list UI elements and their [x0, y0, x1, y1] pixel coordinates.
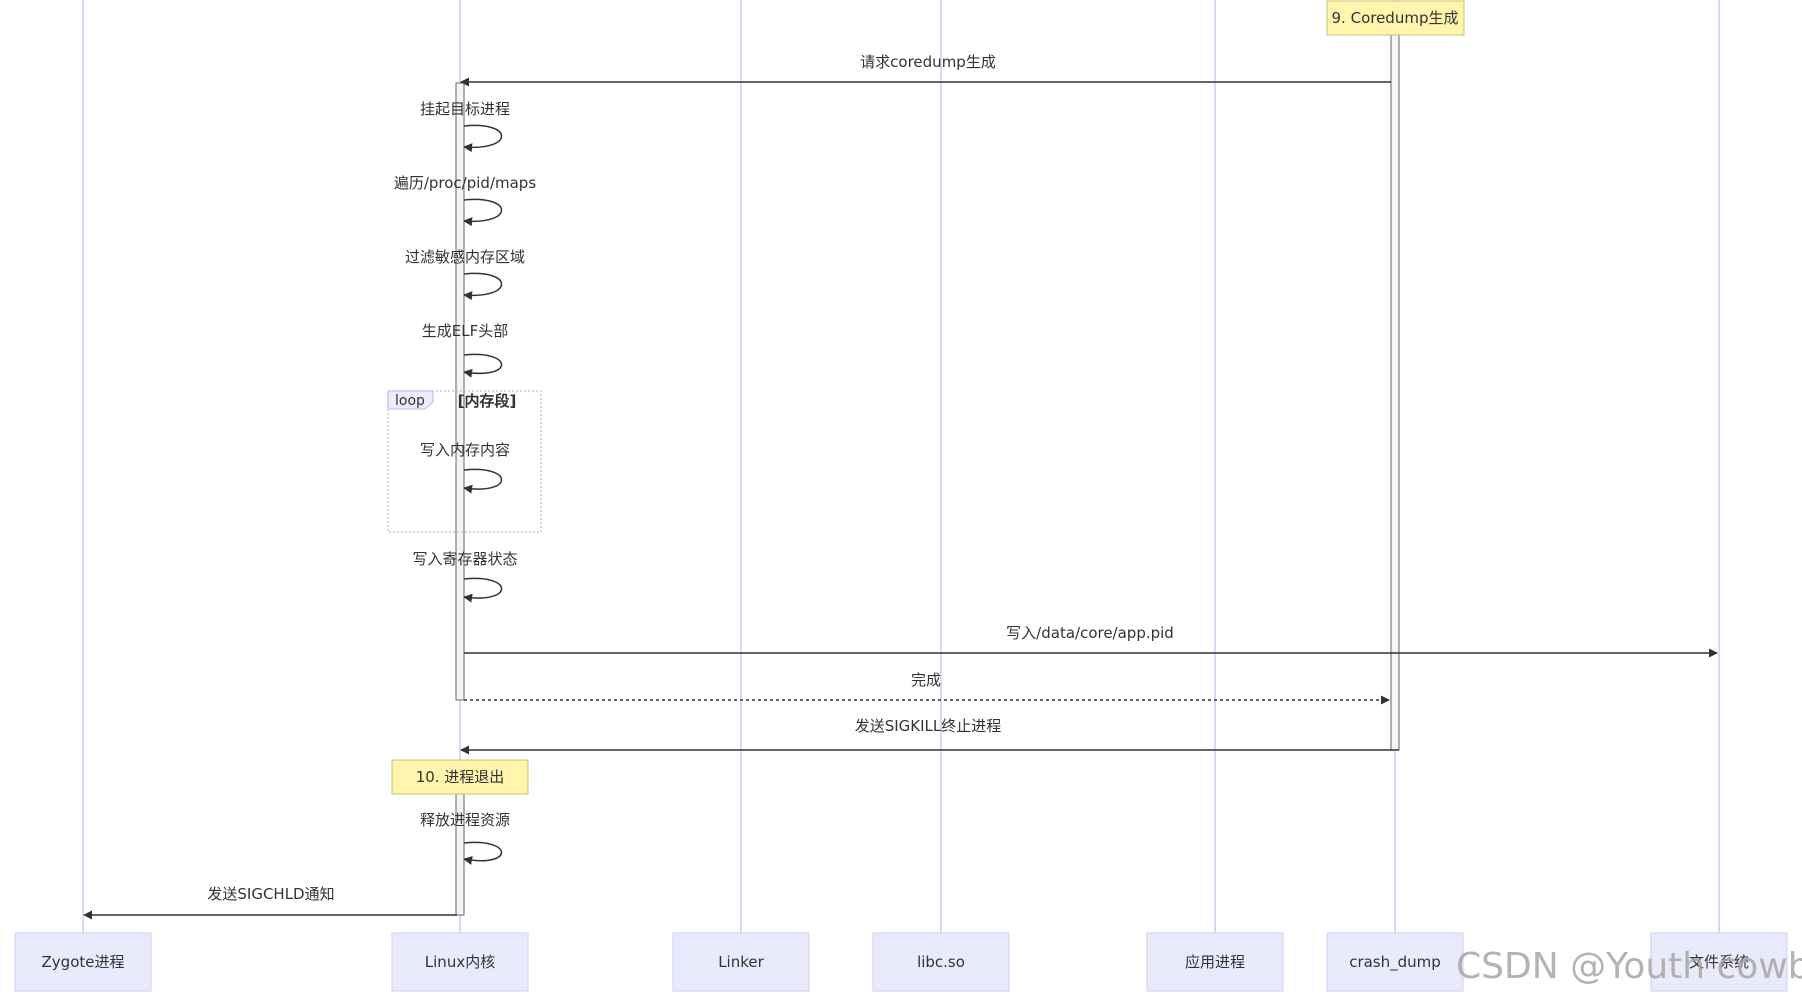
participant-label: 应用进程	[1185, 953, 1245, 971]
participant-kernel: Linux内核	[391, 932, 529, 992]
message-label: 释放进程资源	[420, 811, 510, 829]
participant-zygote: Zygote进程	[14, 932, 152, 992]
participant-label: Linux内核	[425, 953, 495, 971]
message-label: 遍历/proc/pid/maps	[394, 174, 536, 192]
message-label: 发送SIGKILL终止进程	[855, 717, 1002, 735]
participant-label: crash_dump	[1349, 953, 1441, 972]
message-label: 请求coredump生成	[860, 53, 996, 71]
loop-label-tab	[387, 390, 434, 410]
self-message-arrow	[463, 841, 503, 865]
participant-label: Linker	[718, 953, 764, 971]
participant-label: libc.so	[917, 953, 965, 971]
message-label: 挂起目标进程	[420, 100, 510, 118]
note-process-exit-text: 10. 进程退出	[416, 768, 505, 786]
loop-condition: [内存段]	[458, 392, 517, 410]
self-message-arrow	[463, 577, 503, 603]
activation-crash-dump	[1390, 34, 1400, 751]
notes: 9. Coredump生成 10. 进程退出	[391, 0, 1465, 795]
watermark-text: CSDN @Youth cowboy	[1456, 946, 1802, 987]
self-message-arrow	[463, 272, 503, 301]
participant-box	[391, 932, 529, 992]
message-label: 完成	[911, 671, 941, 689]
loop-frame-box	[387, 390, 542, 533]
participant-box	[1326, 932, 1464, 992]
participant-linker: Linker	[672, 932, 810, 992]
loop-keyword: loop	[395, 393, 425, 409]
self-message-arrow	[463, 198, 503, 227]
message-label: 发送SIGCHLD通知	[207, 885, 334, 903]
participant-crashdump: crash_dump	[1326, 932, 1464, 992]
message-label: 写入寄存器状态	[412, 550, 517, 568]
participant-fs: 文件系统	[1650, 932, 1788, 992]
participant-box	[1650, 932, 1788, 992]
message-label: 写入内存内容	[420, 441, 510, 459]
lifelines	[82, 0, 1720, 933]
participant-box	[1146, 932, 1284, 992]
participants: Zygote进程 Linux内核 Linker libc.so 应用进程 crash_du…	[14, 932, 1788, 992]
participant-label: 文件系统	[1689, 953, 1749, 971]
activation-bars	[455, 34, 1400, 916]
participant-box	[872, 932, 1010, 992]
participant-box	[14, 932, 152, 992]
loop-frame: loop [内存段]	[387, 390, 542, 533]
note-process-exit-box	[391, 759, 529, 795]
self-message-arrow	[463, 353, 503, 378]
participant-app: 应用进程	[1146, 932, 1284, 992]
self-message-arrow	[463, 468, 503, 494]
message-label: 写入/data/core/app.pid	[1006, 624, 1174, 642]
message-label: 过滤敏感内存区域	[405, 248, 525, 266]
message-label: 生成ELF头部	[422, 322, 508, 340]
note-coredump-box	[1326, 0, 1465, 36]
note-coredump-text: 9. Coredump生成	[1332, 9, 1459, 27]
self-message-arrow	[463, 124, 503, 153]
participant-libc: libc.so	[872, 932, 1010, 992]
participant-label: Zygote进程	[42, 953, 125, 971]
participant-box	[672, 932, 810, 992]
messages: 请求coredump生成 挂起目标进程 遍历/proc/pid/maps 过滤敏…	[83, 53, 1718, 920]
